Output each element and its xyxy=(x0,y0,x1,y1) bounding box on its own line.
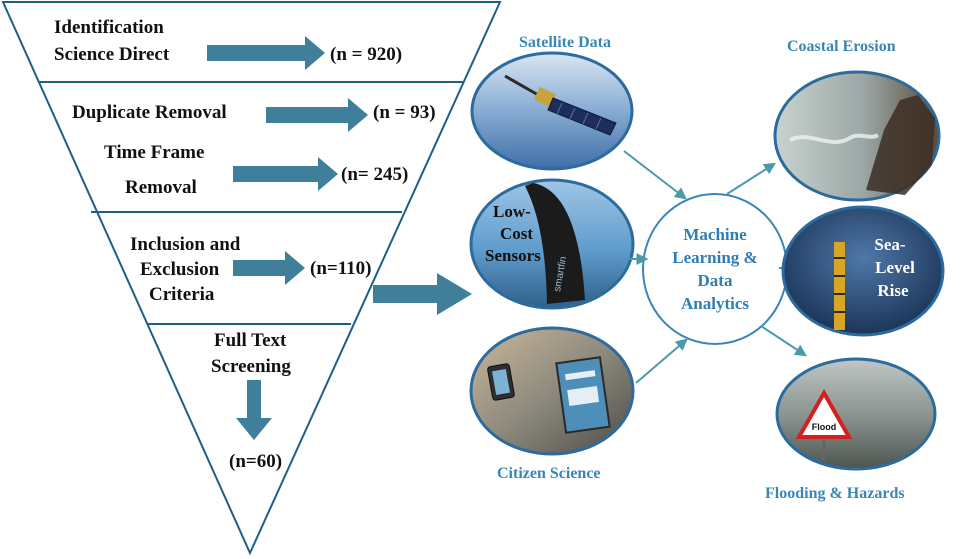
inclusion-count: (n=110) xyxy=(310,258,372,279)
stage1-count: (n = 920) xyxy=(330,44,402,65)
hub-label-line1: Machine xyxy=(683,225,747,244)
hub-to-flooding-arrow xyxy=(760,325,808,357)
final-count: (n=60) xyxy=(229,451,282,472)
sea-label-line2: Level xyxy=(875,258,915,277)
sea-label-line3: Rise xyxy=(877,281,909,300)
coastal-erosion-node: Coastal Erosion xyxy=(773,38,941,202)
funnel-outline xyxy=(1,1,502,556)
satellite-to-hub-arrow xyxy=(623,150,687,200)
funnel-to-sources-arrow xyxy=(373,273,472,315)
full-text-arrow xyxy=(236,380,272,440)
time-frame-label-line2: Removal xyxy=(125,177,197,198)
stage1-label-line1: Identification xyxy=(54,17,164,38)
connectors xyxy=(623,150,808,384)
inclusion-label-line1: Inclusion and xyxy=(130,234,241,255)
time-frame-count: (n= 245) xyxy=(341,164,408,185)
full-text-label-line2: Screening xyxy=(211,356,291,377)
inclusion-label-line2: Exclusion xyxy=(140,259,220,280)
sensors-label-line2: Cost xyxy=(500,224,533,243)
flood-warning-sign-icon xyxy=(795,388,853,439)
sensors-label-line3: Sensors xyxy=(485,246,541,265)
coastal-erosion-label: Coastal Erosion xyxy=(787,38,896,55)
flood-image-ellipse xyxy=(775,357,937,471)
sea-image-ellipse xyxy=(781,205,945,337)
low-cost-sensors-node: smartfin Low- Cost Sensors xyxy=(469,178,635,310)
citizen-science-label: Citizen Science xyxy=(497,465,601,482)
flooding-hazards-label: Flooding & Hazards xyxy=(765,485,905,502)
rocks-icon xyxy=(866,95,935,195)
hub-ellipse xyxy=(642,193,788,345)
satellite-data-label: Satellite Data xyxy=(519,34,611,51)
satellite-data-node: Satellite Data xyxy=(470,34,634,171)
hub-label-line2: Learning & xyxy=(672,248,757,267)
citizen-science-node: Citizen Science xyxy=(469,326,635,482)
hub-label-line4: Analytics xyxy=(681,294,749,313)
stage1-label-line2: Science Direct xyxy=(54,44,170,65)
hub-to-erosion-arrow xyxy=(726,162,777,195)
flood-sign-text: Flood xyxy=(812,422,837,432)
funnel: Identification Science Direct (n = 920) … xyxy=(1,1,502,556)
ml-analytics-hub: Machine Learning & Data Analytics xyxy=(642,193,788,345)
flooding-hazards-node: Flood Flooding & Hazards xyxy=(765,357,937,502)
sensors-label-line1: Low- xyxy=(493,202,531,221)
hub-label-line3: Data xyxy=(698,271,733,290)
duplicate-removal-label: Duplicate Removal xyxy=(72,102,227,123)
time-frame-label-line1: Time Frame xyxy=(104,142,204,163)
stage1-arrow xyxy=(207,36,325,70)
tide-gauge-icon xyxy=(834,242,845,330)
sea-label-line1: Sea- xyxy=(874,235,906,254)
inclusion-arrow xyxy=(233,251,305,285)
duplicate-removal-count: (n = 93) xyxy=(373,102,436,123)
sea-level-rise-node: Sea- Level Rise xyxy=(781,205,945,337)
duplicate-removal-arrow xyxy=(266,98,368,132)
full-text-label-line1: Full Text xyxy=(214,330,287,351)
time-frame-arrow xyxy=(233,157,338,191)
citizen-to-hub-arrow xyxy=(635,338,688,384)
surf-fin-icon xyxy=(525,183,585,304)
inclusion-label-line3: Criteria xyxy=(149,284,215,305)
satellite-icon xyxy=(504,74,617,136)
